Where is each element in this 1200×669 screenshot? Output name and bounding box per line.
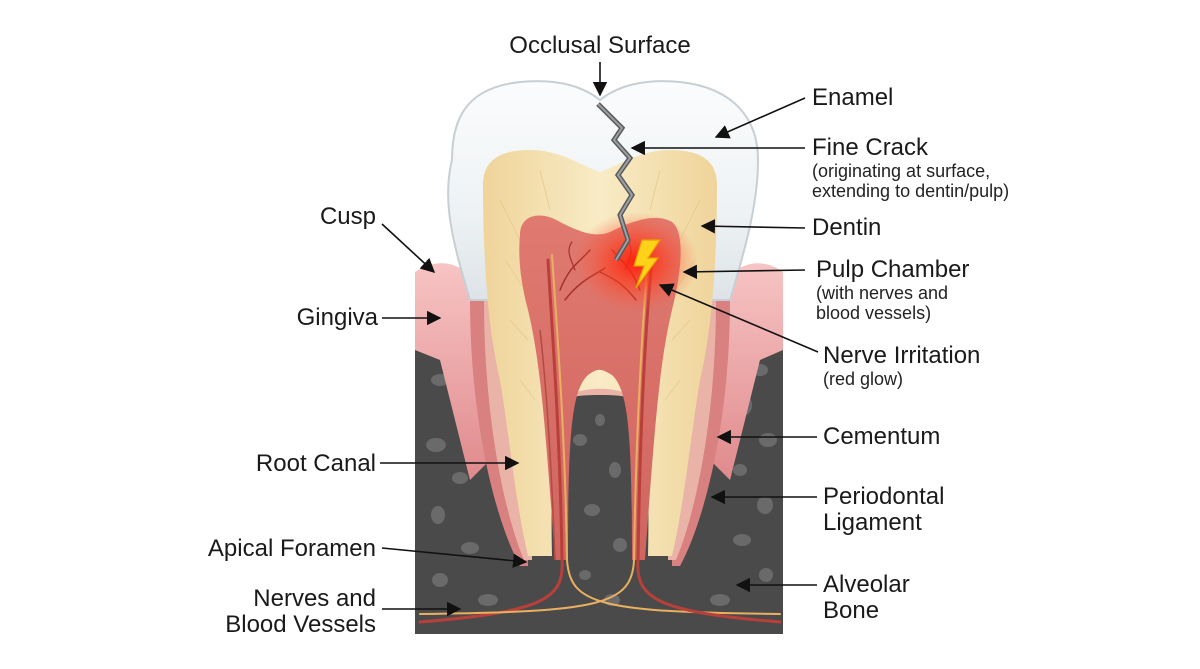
periodontal-text-1: Periodontal <box>823 483 945 510</box>
periodontal-text-2: Ligament <box>823 508 922 536</box>
label-occlusal-surface: Occlusal Surface <box>500 33 700 59</box>
fine-crack-note-1: (originating at surface, <box>812 160 991 181</box>
fine-crack-note-2: extending to dentin/pulp) <box>812 181 1010 202</box>
label-alveolar-bone: Alveolar Bone <box>823 572 910 624</box>
enamel-text: Enamel <box>812 84 894 111</box>
label-cusp: Cusp <box>250 204 376 230</box>
pulp-chamber-note-1: (with nerves and <box>816 282 949 303</box>
label-nerve-irritation: Nerve Irritation (red glow) <box>823 343 980 389</box>
root-canal-text: Root Canal <box>255 450 376 477</box>
label-pulp-chamber: Pulp Chamber (with nerves and blood vess… <box>816 257 969 323</box>
label-nerves-blood-vessels: Nerves and Blood Vessels <box>180 586 376 638</box>
label-apical-foramen: Apical Foramen <box>160 536 376 562</box>
label-cementum: Cementum <box>823 424 940 450</box>
alveolar-text-2: Bone <box>823 596 880 624</box>
cementum-text: Cementum <box>823 423 941 450</box>
dentin-text: Dentin <box>812 214 882 241</box>
pulp-nerves-vessels <box>418 241 782 624</box>
nerve-irritation-text: Nerve Irritation <box>823 342 981 369</box>
alveolar-text-1: Alveolar <box>823 571 910 598</box>
root-canal <box>539 329 556 561</box>
pulp-chamber-text: Pulp Chamber <box>816 256 970 283</box>
apical-foramen-text: Apical Foramen <box>207 535 376 562</box>
label-fine-crack: Fine Crack (originating at surface, exte… <box>812 135 1009 201</box>
leader-arrows <box>380 62 819 617</box>
fine-crack-text: Fine Crack <box>812 134 929 161</box>
nerve-irritation-note: (red glow) <box>823 368 904 389</box>
occlusal-surface-text: Occlusal Surface <box>509 32 691 59</box>
label-dentin: Dentin <box>812 215 881 241</box>
cusp-text: Cusp <box>319 203 376 230</box>
nerves-text-2: Blood Vessels <box>225 610 376 638</box>
label-root-canal: Root Canal <box>200 451 376 477</box>
label-gingiva: Gingiva <box>230 305 378 331</box>
label-enamel: Enamel <box>812 85 893 111</box>
label-periodontal-ligament: Periodontal Ligament <box>823 484 944 536</box>
pulp-chamber-note-2: blood vessels) <box>816 303 932 324</box>
nerves-text-1: Nerves and <box>253 585 376 612</box>
lightning-bolt-icon <box>633 239 662 289</box>
gingiva-text: Gingiva <box>296 304 378 331</box>
